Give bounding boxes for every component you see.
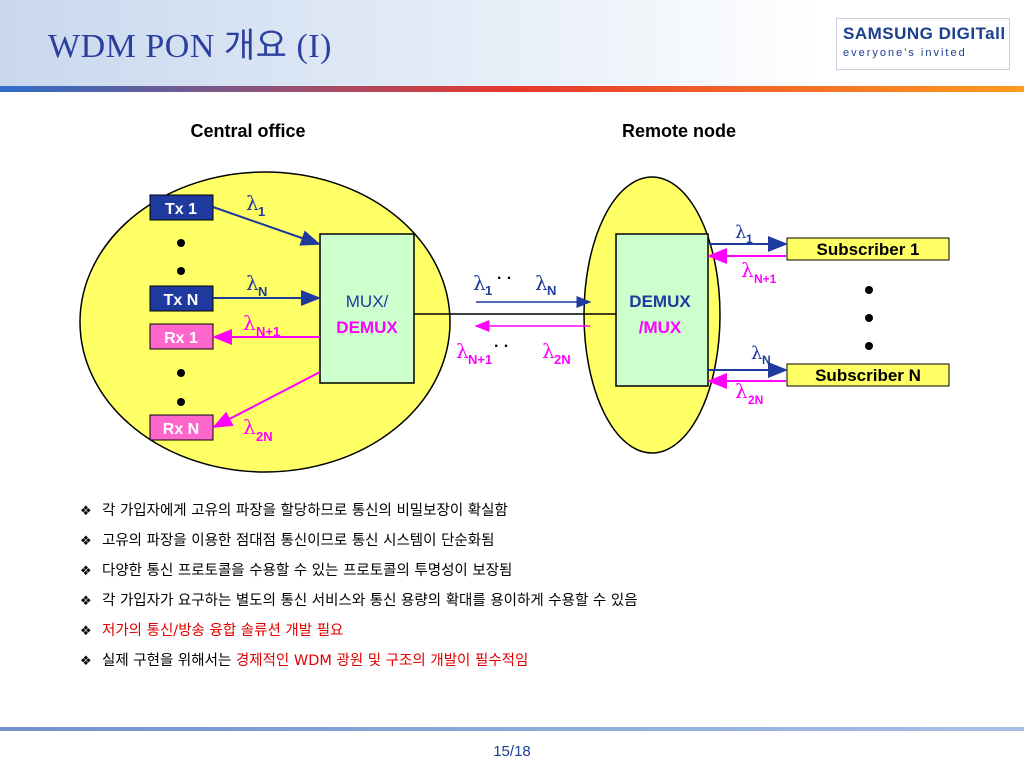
ellipsis-dot xyxy=(865,314,873,322)
downstream-lambda-label: λ 1 · · λ N xyxy=(473,270,556,298)
bullet-text: 각 가입자가 요구하는 별도의 통신 서비스와 통신 용량의 확대를 용이하게 … xyxy=(102,593,638,609)
lambda-symbol: λ xyxy=(535,271,548,295)
bullet-item: ❖ 저가의 통신/방송 융합 솔류션 개발 필요 xyxy=(80,620,638,650)
bullet-list: ❖ 각 가입자에게 고유의 파장을 할당하므로 통신의 비밀보장이 확실함 ❖ 고유… xyxy=(80,500,638,680)
ellipsis-dot xyxy=(177,398,185,406)
logo-text: SAMSUNG DIGITall xyxy=(843,24,1006,43)
upstream-lambda-label: λ N+1 · · λ 2N xyxy=(456,338,571,367)
lambda-symbol: λ xyxy=(456,339,469,363)
bullet-marker-icon: ❖ xyxy=(80,654,92,669)
demux-mux-label-2: /MUX xyxy=(639,318,682,337)
remote-lambda-n: λ N xyxy=(751,343,771,367)
bullet-text: 저가의 통신/방송 융합 솔류션 개발 필요 xyxy=(102,623,344,639)
lambda-subscript: N xyxy=(547,283,556,298)
bullet-marker-icon: ❖ xyxy=(80,504,92,519)
remote-lambda-1: λ 1 xyxy=(735,222,753,246)
lambda-n1-label: λ N+1 xyxy=(243,311,280,339)
bullet-marker-icon: ❖ xyxy=(80,624,92,639)
subscriber1-label: Subscriber 1 xyxy=(817,240,920,259)
bullet-item: ❖ 고유의 파장을 이용한 점대점 통신이므로 통신 시스템이 단순화됨 xyxy=(80,530,638,560)
lambda-subscript: 1 xyxy=(258,204,265,219)
txn-label: Tx N xyxy=(164,292,199,309)
rx1-box xyxy=(149,323,214,350)
mux-demux-box xyxy=(319,233,415,384)
rxn-arrow xyxy=(212,371,321,428)
lambda-symbol: λ xyxy=(473,271,486,295)
lambda-subscript: N+1 xyxy=(754,272,777,286)
lambda-symbol: λ xyxy=(741,258,754,282)
ellipsis-dot xyxy=(865,286,873,294)
page-number: 15/18 xyxy=(493,743,531,760)
bullet-text: 다양한 통신 프로토콜을 수용할 수 있는 프로토콜의 투명성이 보장됨 xyxy=(102,563,513,579)
remote-lambda-2n: λ 2N xyxy=(735,379,763,407)
lambda-symbol: λ xyxy=(735,379,748,403)
mux-demux-label-2: DEMUX xyxy=(336,318,398,337)
lambda-subscript: N+1 xyxy=(256,324,280,339)
ellipsis-dots: · · xyxy=(497,270,512,287)
lambda-subscript: 2N xyxy=(256,429,273,444)
txn-box xyxy=(149,285,214,312)
demux-mux-label-1: DEMUX xyxy=(629,292,691,311)
ellipsis-dot xyxy=(177,239,185,247)
slide-title: WDM PON 개요 (I) xyxy=(48,28,332,65)
lambda-symbol: λ xyxy=(751,343,762,364)
lambda-symbol: λ xyxy=(542,339,555,363)
rxn-label: Rx N xyxy=(163,421,199,438)
header-divider xyxy=(0,86,1024,92)
subscriberN-label: Subscriber N xyxy=(815,366,921,385)
lambda-2n-label: λ 2N xyxy=(243,415,273,444)
lambda-subscript: 1 xyxy=(485,283,492,298)
lambda-subscript: 2N xyxy=(748,393,763,407)
bullet-item: ❖ 각 가입자가 요구하는 별도의 통신 서비스와 통신 용량의 확대를 용이하게… xyxy=(80,590,638,620)
lambda-n-label: λ N xyxy=(246,271,267,299)
tx1-label: Tx 1 xyxy=(165,201,197,218)
bullet-text: 고유의 파장을 이용한 점대점 통신이므로 통신 시스템이 단순화됨 xyxy=(102,533,495,549)
mux-demux-label-1: MUX/ xyxy=(346,292,389,311)
ellipsis-dot xyxy=(177,267,185,275)
bullet-marker-icon: ❖ xyxy=(80,534,92,549)
lambda-symbol: λ xyxy=(246,191,259,215)
remote-node-label: Remote node xyxy=(622,121,736,141)
bullet-text: 실제 구현을 위해서는 xyxy=(102,653,236,669)
bullet-item: ❖ 실제 구현을 위해서는 경제적인 WDM 광원 및 구조의 개발이 필수적임 xyxy=(80,650,638,680)
bullet-highlight: 경제적인 WDM 광원 및 구조의 개발이 필수적임 xyxy=(235,653,529,669)
logo-tagline: everyone's invited xyxy=(843,47,967,59)
lambda-subscript: N xyxy=(258,284,267,299)
central-office-label: Central office xyxy=(190,121,305,141)
lambda-symbol: λ xyxy=(243,415,256,439)
slide-header: WDM PON 개요 (I) SAMSUNG DIGITall everyone… xyxy=(0,0,1024,86)
rxn-box xyxy=(149,414,214,441)
samsung-logo: SAMSUNG DIGITall everyone's invited xyxy=(836,18,1010,70)
tx1-box xyxy=(149,194,214,221)
lambda-1-label: λ 1 xyxy=(246,191,265,219)
footer-divider xyxy=(0,727,1024,731)
wdm-pon-diagram: Central office Remote node MUX/ DEMUX DE… xyxy=(79,121,950,473)
bullet-item: ❖ 다양한 통신 프로토콜을 수용할 수 있는 프로토콜의 투명성이 보장됨 xyxy=(80,560,638,590)
rx1-label: Rx 1 xyxy=(164,330,198,347)
bullet-marker-icon: ❖ xyxy=(80,594,92,609)
bullet-text: 각 가입자에게 고유의 파장을 할당하므로 통신의 비밀보장이 확실함 xyxy=(102,503,508,519)
lambda-subscript: 1 xyxy=(746,232,753,246)
lambda-symbol: λ xyxy=(735,222,746,243)
lambda-subscript: N xyxy=(762,353,771,367)
lambda-symbol: λ xyxy=(246,271,259,295)
ellipsis-dots: · · xyxy=(494,338,509,355)
bullet-marker-icon: ❖ xyxy=(80,564,92,579)
lambda-subscript: 2N xyxy=(554,352,571,367)
bullet-item: ❖ 각 가입자에게 고유의 파장을 할당하므로 통신의 비밀보장이 확실함 xyxy=(80,500,638,530)
tx1-arrow xyxy=(212,206,321,246)
lambda-subscript: N+1 xyxy=(468,352,492,367)
ellipsis-dot xyxy=(177,369,185,377)
demux-mux-box xyxy=(615,233,709,387)
ellipsis-dot xyxy=(865,342,873,350)
lambda-symbol: λ xyxy=(243,311,256,335)
remote-lambda-n1: λ N+1 xyxy=(741,258,777,286)
